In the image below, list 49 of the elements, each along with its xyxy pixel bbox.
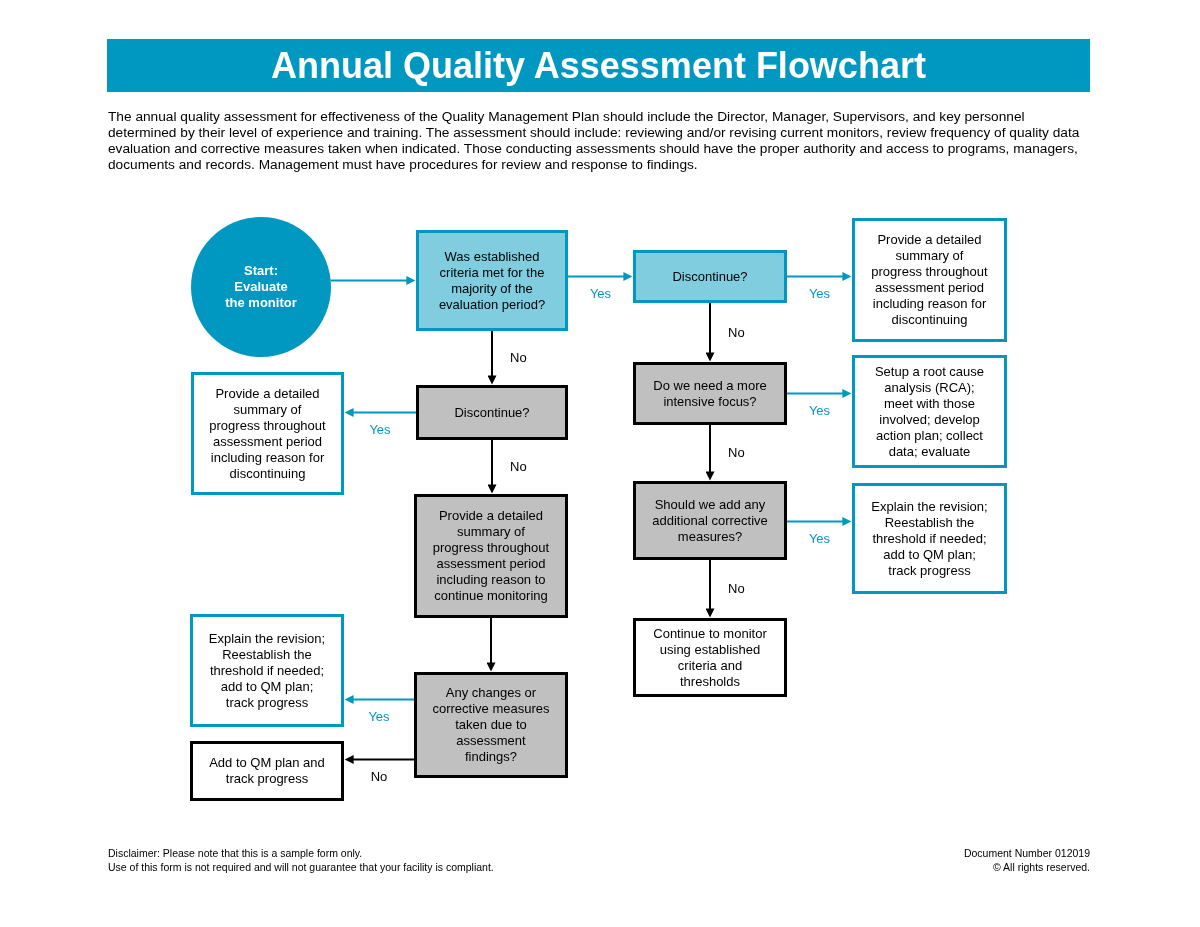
decision-box: [633, 250, 787, 303]
description-text: The annual quality assessment for effectiveness of the Quality Management Plan should include the Director, Manager, Supervisors, and key personnel determined by their level of experience and training. The assessment should include: reviewing and/or revising current monitors, review frequency of quality data evaluation and corrective measures taken when indicated. Those conducting assessments should have the proper authority and access to programs, managers, documents and records. Management must have procedures for review and response to findings.: [108, 109, 1081, 173]
box-text: Add to QM plan and track progress: [208, 755, 326, 787]
arrow: [344, 408, 417, 417]
box-text: Provide a detailed summary of progress throughout assessment period including reason for discontinuing: [870, 232, 989, 328]
box-text: Provide a detailed summary of progress throughout assessment period including reason to continue monitoring: [431, 508, 551, 604]
arrow: [786, 517, 852, 526]
decision-box: [416, 230, 568, 331]
arrow: [786, 272, 852, 281]
box-text: Continue to monitor using established criteria and thresholds: [652, 625, 768, 690]
box-text: Setup a root cause analysis (RCA); meet with those involved; develop action plan; collect data; evaluate: [873, 363, 986, 460]
arrow: [329, 276, 416, 285]
box-text: Was established criteria met for the majority of the evaluation period?: [437, 248, 547, 313]
box-text: Start: Evaluate the monitor: [224, 263, 298, 311]
disclaimer-text: Disclaimer: Please note that this is a sample form only.: [108, 847, 363, 859]
outcome-box: [191, 372, 344, 495]
document-number: Document Number 012019: [963, 847, 1090, 859]
decision-box: [633, 481, 787, 560]
arrow: [705, 559, 715, 618]
box-text: Any changes or corrective measures taken due to assessment findings?: [431, 685, 551, 765]
arrow: [487, 439, 497, 494]
arrow: [786, 389, 852, 398]
arrow: [344, 755, 415, 764]
outcome-box: [190, 741, 344, 801]
process-box: [414, 494, 568, 618]
decision-box: [416, 385, 568, 440]
title: Annual Quality Assessment Flowchart: [271, 44, 926, 87]
arrow: [344, 695, 415, 704]
copyright-notice: © All rights reserved.: [992, 861, 1090, 873]
outcome-box: [852, 218, 1007, 342]
box-text: Discontinue?: [453, 404, 531, 421]
arrow: [567, 272, 633, 281]
decision-box: [633, 362, 787, 425]
box-text: Discontinue?: [671, 268, 749, 285]
outcome-box: [852, 355, 1007, 468]
box-text: Should we add any additional corrective measures?: [651, 496, 769, 545]
arrow: [486, 617, 496, 672]
disclaimer-text: Use of this form is not required and will not guarantee that your facility is compliant.: [108, 861, 494, 873]
decision-box: [414, 672, 568, 778]
box-text: Do we need a more intensive focus?: [652, 377, 768, 410]
box-text: Explain the revision; Reestablish the threshold if needed; add to QM plan; track progress: [870, 498, 989, 579]
box-text: Provide a detailed summary of progress throughout assessment period including reason for discontinuing: [208, 385, 327, 482]
arrow: [487, 330, 497, 385]
outcome-box: [852, 483, 1007, 594]
arrow: [705, 302, 715, 362]
process-box: [633, 618, 787, 697]
box-text: Explain the revision; Reestablish the threshold if needed; add to QM plan; track progress: [207, 630, 327, 711]
arrow: [705, 424, 715, 481]
outcome-box: [190, 614, 344, 727]
